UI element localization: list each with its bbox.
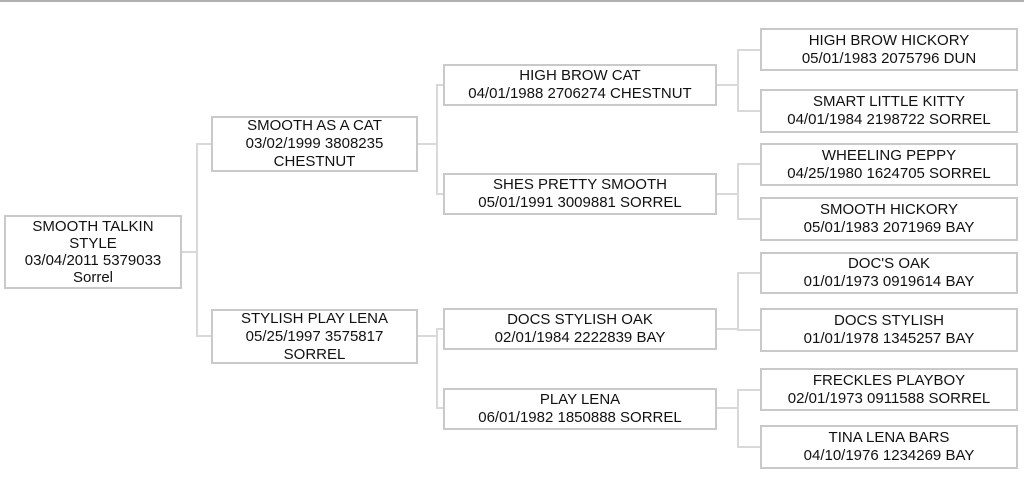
connector-sire-sire-parents bbox=[717, 49, 760, 112]
connector-dam-dam-parents bbox=[717, 389, 760, 448]
node-subject-text: SMOOTH TALKIN STYLE 03/04/2011 5379033 S… bbox=[24, 218, 162, 286]
node-sire-sire-text: HIGH BROW CAT 04/01/1988 2706274 CHESTNU… bbox=[468, 67, 692, 102]
node-dam-sire-dam: DOCS STYLISH 01/01/1978 1345257 BAY bbox=[760, 308, 1018, 352]
node-dam-sire-dam-text: DOCS STYLISH 01/01/1978 1345257 BAY bbox=[803, 312, 975, 347]
node-sire: SMOOTH AS A CAT 03/02/1999 3808235 CHEST… bbox=[211, 116, 418, 172]
node-dam-sire-text: DOCS STYLISH OAK 02/01/1984 2222839 BAY bbox=[494, 311, 666, 346]
top-border-rule bbox=[0, 0, 1024, 2]
node-sire-sire-dam-text: SMART LITTLE KITTY 04/01/1984 2198722 SO… bbox=[787, 93, 991, 128]
node-dam-dam-dam-text: TINA LENA BARS 04/10/1976 1234269 BAY bbox=[803, 429, 975, 464]
node-sire-sire-dam: SMART LITTLE KITTY 04/01/1984 2198722 SO… bbox=[760, 89, 1018, 133]
node-sire-sire-sire-text: HIGH BROW HICKORY 05/01/1983 2075796 DUN bbox=[801, 31, 977, 67]
connector-sire-parents bbox=[418, 84, 443, 195]
node-dam-dam-sire: FRECKLES PLAYBOY 02/01/1973 0911588 SORR… bbox=[760, 368, 1018, 411]
connector-sire-dam-parents bbox=[717, 163, 760, 220]
node-dam-dam-dam: TINA LENA BARS 04/10/1976 1234269 BAY bbox=[760, 425, 1018, 469]
node-dam-sire-sire: DOC'S OAK 01/01/1973 0919614 BAY bbox=[760, 252, 1018, 294]
node-sire-dam-text: SHES PRETTY SMOOTH 05/01/1991 3009881 SO… bbox=[478, 176, 682, 211]
node-sire-text: SMOOTH AS A CAT 03/02/1999 3808235 CHEST… bbox=[245, 117, 384, 170]
node-dam-dam-text: PLAY LENA 06/01/1982 1850888 SORREL bbox=[478, 391, 682, 426]
node-dam-dam: PLAY LENA 06/01/1982 1850888 SORREL bbox=[443, 388, 717, 430]
node-dam-sire: DOCS STYLISH OAK 02/01/1984 2222839 BAY bbox=[443, 308, 717, 350]
node-sire-sire: HIGH BROW CAT 04/01/1988 2706274 CHESTNU… bbox=[443, 64, 717, 106]
node-dam-sire-sire-text: DOC'S OAK 01/01/1973 0919614 BAY bbox=[803, 255, 975, 290]
connector-dam-sire-parents bbox=[717, 272, 760, 331]
connector-dam-parents bbox=[418, 328, 443, 409]
node-sire-sire-sire: HIGH BROW HICKORY 05/01/1983 2075796 DUN bbox=[760, 28, 1018, 71]
node-dam: STYLISH PLAY LENA 05/25/1997 3575817 SOR… bbox=[211, 309, 418, 364]
connector-subject-parents bbox=[181, 143, 211, 337]
node-dam-dam-sire-text: FRECKLES PLAYBOY 02/01/1973 0911588 SORR… bbox=[787, 371, 991, 407]
node-sire-dam: SHES PRETTY SMOOTH 05/01/1991 3009881 SO… bbox=[443, 173, 717, 215]
node-sire-dam-sire: WHEELING PEPPY 04/25/1980 1624705 SORREL bbox=[760, 143, 1018, 186]
node-subject: SMOOTH TALKIN STYLE 03/04/2011 5379033 S… bbox=[4, 215, 182, 289]
node-sire-dam-dam-text: SMOOTH HICKORY 05/01/1983 2071969 BAY bbox=[803, 201, 975, 236]
node-sire-dam-sire-text: WHEELING PEPPY 04/25/1980 1624705 SORREL bbox=[787, 146, 991, 182]
node-dam-text: STYLISH PLAY LENA 05/25/1997 3575817 SOR… bbox=[240, 309, 388, 363]
node-sire-dam-dam: SMOOTH HICKORY 05/01/1983 2071969 BAY bbox=[760, 197, 1018, 241]
